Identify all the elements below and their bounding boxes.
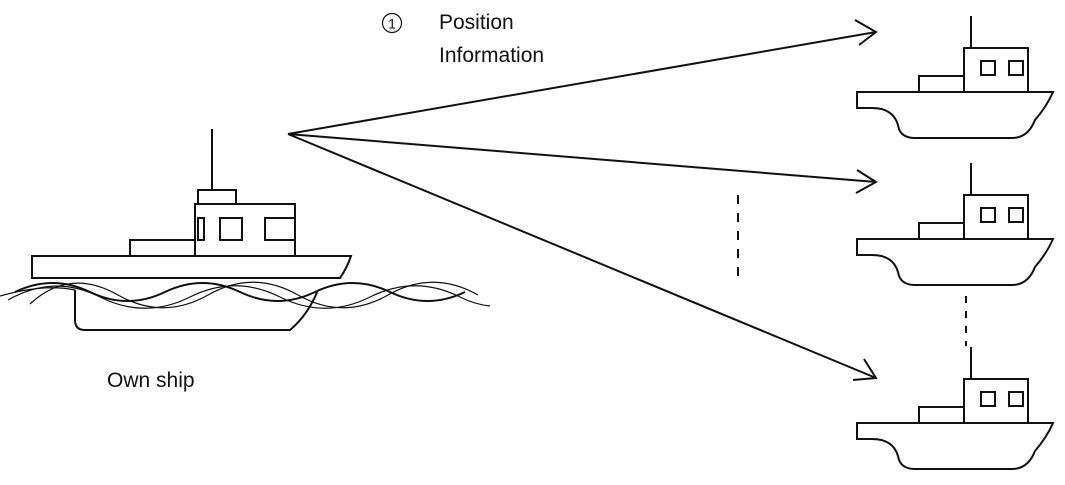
sea-waves	[0, 281, 491, 309]
own-ship-deck-house	[129, 239, 196, 257]
arrowhead-1	[854, 19, 878, 46]
step-number-circle	[381, 12, 403, 34]
step-title-line2: Information	[439, 44, 544, 67]
other-ship-1-window-right	[1008, 60, 1024, 76]
own-ship-window-left	[197, 217, 205, 241]
own-ship-wheelhouse	[194, 203, 296, 257]
own-ship-window-right	[264, 217, 296, 241]
other-ship-2-hull	[856, 238, 1055, 286]
arrowhead-2	[855, 169, 878, 194]
own-ship-top-cabin	[197, 189, 237, 205]
arrow-to-ship-3	[287, 133, 877, 379]
other-ship-2-deck-house	[918, 222, 965, 240]
other-ship-2-window-right	[1008, 207, 1024, 223]
other-ship-3-deck-house	[918, 406, 965, 424]
step-label: 1 Position Information	[381, 11, 544, 67]
other-ship-1-window-left	[980, 60, 996, 76]
own-ship: Own ship	[0, 129, 491, 392]
arrow-to-ship-1	[287, 31, 877, 135]
own-ship-hull-upper	[31, 255, 353, 279]
other-ship-2-window-left	[980, 207, 996, 223]
other-ship-2	[856, 163, 1055, 286]
own-ship-label: Own ship	[107, 369, 195, 392]
arrow-to-ship-2	[287, 133, 877, 183]
transmission-arrows	[287, 19, 878, 381]
other-ship-3-window-right	[1008, 391, 1024, 407]
own-ship-window-center	[219, 217, 243, 241]
step-title-line1: Position	[439, 11, 514, 34]
other-ship-1-hull	[856, 91, 1055, 139]
arrowhead-3	[852, 358, 878, 381]
step-number: 1	[388, 16, 396, 32]
other-ship-3-window-left	[980, 391, 996, 407]
own-ship-hull-lower	[74, 289, 319, 331]
other-ship-1-deck-house	[918, 75, 965, 93]
other-ship-3-hull	[856, 422, 1055, 470]
other-ship-3	[856, 347, 1055, 470]
other-ship-1	[856, 16, 1055, 139]
